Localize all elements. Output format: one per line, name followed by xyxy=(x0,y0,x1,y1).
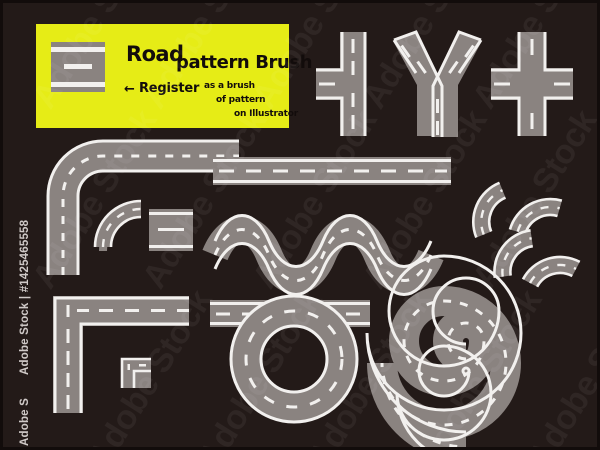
note-annotation-line-3: of pattern xyxy=(216,95,266,105)
annotation-note: Road pattern Brush ← Register as a brush… xyxy=(36,24,313,128)
note-title-primary: Road xyxy=(126,42,184,66)
road-pattern-artwork: .rd-edge{fill:none;stroke:#f2f0ee;} .rd-… xyxy=(46,30,581,447)
road-piece-loop-road xyxy=(210,294,370,424)
note-annotation-line-1: Register xyxy=(139,81,200,96)
road-piece-y-junction xyxy=(392,30,483,137)
road-piece-cross-intersection xyxy=(491,32,573,136)
road-piece-curve-fragment-3 xyxy=(493,229,534,278)
swatch-top-edge xyxy=(51,47,105,52)
road-piece-curve-fragment-4 xyxy=(521,255,581,288)
swatch-bottom-edge xyxy=(51,82,105,87)
road-piece-curve-fragment-1 xyxy=(471,181,507,239)
road-piece-straight-tile-small xyxy=(149,209,193,251)
note-title-secondary: pattern Brush xyxy=(176,52,313,73)
road-piece-wavy-road xyxy=(202,214,444,296)
road-piece-straight-road xyxy=(213,157,451,185)
left-arrow-icon: ← xyxy=(124,82,135,97)
road-piece-curve-tile-small xyxy=(93,199,142,251)
road-piece-spiral-road xyxy=(365,254,523,447)
road-piece-sharp-corner xyxy=(53,296,189,413)
road-piece-rounded-corner xyxy=(46,139,239,275)
road-pattern-swatch-icon xyxy=(51,42,105,92)
stock-id-label: Adobe Stock | #1425465558 xyxy=(19,219,31,375)
note-annotation-line-4: on Illustrator xyxy=(234,109,298,119)
stock-label-secondary: Adobe S xyxy=(19,397,31,446)
road-piece-t-junction xyxy=(316,32,367,136)
note-annotation-line-2: as a brush xyxy=(204,81,255,91)
road-piece-corner-tile-small xyxy=(120,357,151,388)
swatch-center-dash xyxy=(64,64,92,69)
